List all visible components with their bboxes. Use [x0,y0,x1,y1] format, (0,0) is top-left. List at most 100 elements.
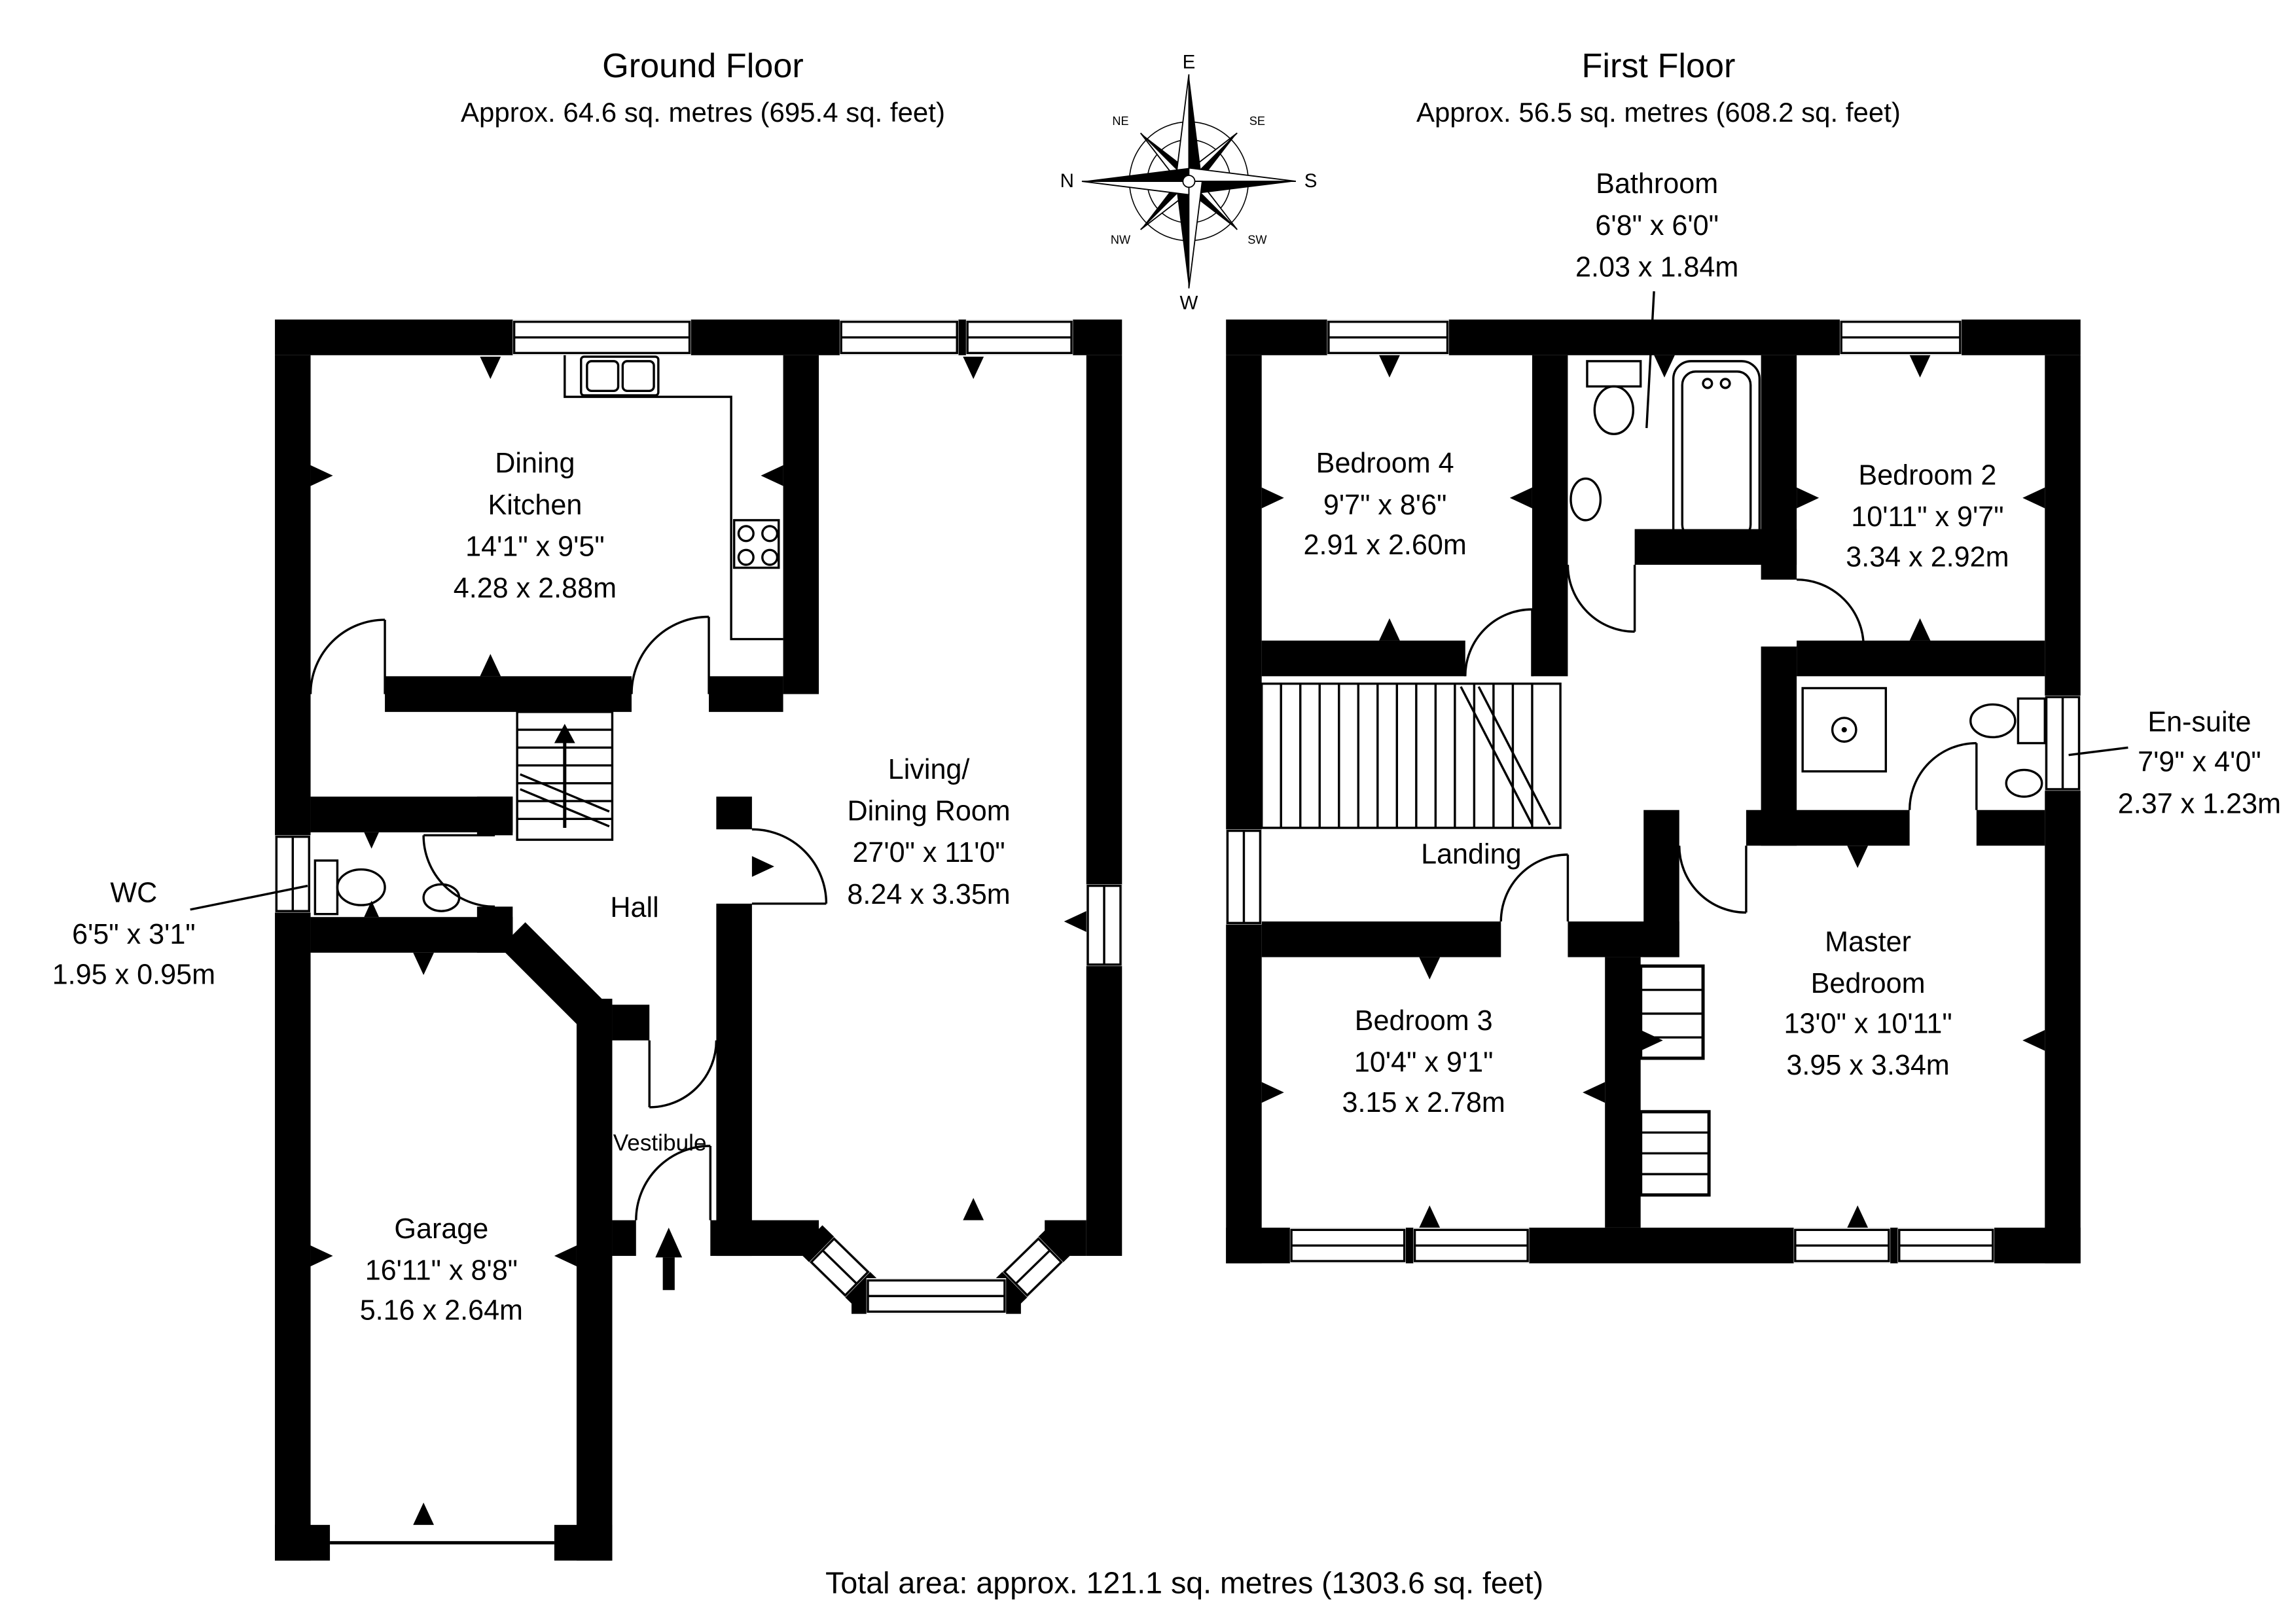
compass-west-label: W [1180,292,1198,313]
bathroom-imperial: 6'8" x 6'0" [1595,210,1719,241]
door-bathroom [1566,565,1636,633]
staircase-first [1260,682,1562,829]
bedroom3-name: Bedroom 3 [1355,1005,1493,1037]
room-label-vestibule: Vestibule [613,1130,707,1156]
master-imperial: 13'0" x 10'11" [1784,1008,1952,1039]
bathroom-metric: 2.03 x 1.84m [1575,251,1738,283]
ensuite-imperial: 7'9" x 4'0" [2138,747,2261,778]
door-ensuite [1908,741,1978,810]
kitchen-counter [564,355,783,641]
garage-name: Garage [394,1213,488,1245]
first-walls [1226,319,2081,1264]
ground-floor-subtitle: Approx. 64.6 sq. metres (695.4 sq. feet) [461,97,945,128]
dimension-markers-first [1261,355,2045,1228]
window [1327,319,1449,355]
first-doors [1464,565,1978,922]
compass-rose: E S W N NE SE SW NW [1060,51,1318,313]
first-windows [1226,319,2081,1264]
wc-imperial: 6'5" x 3'1" [72,919,196,950]
bedroom3-imperial: 10'4" x 9'1" [1354,1046,1494,1078]
bedroom2-imperial: 10'11" x 9'7" [1851,501,2003,533]
ground-floor-plan [275,319,1122,1561]
living-dining-imperial: 27'0" x 11'0" [852,837,1005,868]
door-bedroom3 [1499,853,1570,922]
wc-leader [190,884,308,911]
total-area-text: Total area: approx. 121.1 sq. metres (13… [825,1566,1543,1600]
room-label-bedroom3: Bedroom 3 10'4" x 9'1" 3.15 x 2.78m [1342,1005,1505,1118]
room-label-bedroom4: Bedroom 4 9'7" x 8'6" 2.91 x 2.60m [1304,448,1467,561]
door-master-bedroom [1678,846,1748,914]
living-dining-name-1: Living/ [888,754,970,785]
window [1793,1227,1891,1264]
compass-north-label: N [1060,170,1074,192]
window [2045,695,2081,791]
door-kitchen-right [630,615,710,694]
bedroom4-metric: 2.91 x 2.60m [1304,529,1467,561]
window [1086,884,1122,967]
master-name-2: Bedroom [1811,968,1926,999]
wc-metric: 1.95 x 0.95m [52,959,215,990]
wc-toilet [314,859,386,916]
ground-windows [275,319,1122,1314]
window [1897,1227,1995,1264]
living-dining-name-2: Dining Room [847,796,1010,827]
ground-walls [275,319,1122,1561]
window [512,319,691,355]
first-floor-subtitle: Approx. 56.5 sq. metres (608.2 sq. feet) [1416,97,1901,128]
bedroom4-imperial: 9'7" x 8'6" [1323,490,1447,521]
door-bedroom4 [1464,608,1534,677]
room-label-landing: Landing [1421,838,1521,870]
room-label-hall: Hall [610,892,658,923]
compass-nw-label: NW [1111,233,1131,246]
window [1289,1227,1406,1264]
master-metric: 3.95 x 3.34m [1786,1050,1949,1081]
dining-kitchen-metric: 4.28 x 2.88m [454,573,617,604]
dining-kitchen-name-1: Dining [495,448,575,479]
ground-floor-title: Ground Floor [602,47,804,85]
compass-sw-label: SW [1247,233,1267,246]
room-label-living-dining: Living/ Dining Room 27'0" x 11'0" 8.24 x… [847,754,1010,910]
ensuite-basin [2005,768,2043,798]
door-bedroom2 [1797,579,1865,648]
stairs-up-arrow [554,724,575,743]
bedroom2-name: Bedroom 2 [1858,459,1996,491]
garage-metric: 5.16 x 2.64m [360,1295,523,1327]
door-hall-vestibule [648,1040,718,1109]
window [1413,1227,1530,1264]
room-label-ensuite: En-suite 7'9" x 4'0" 2.37 x 1.23m [2118,706,2281,819]
dining-kitchen-imperial: 14'1" x 9'5" [465,531,605,562]
room-label-garage: Garage 16'11" x 8'8" 5.16 x 2.64m [360,1213,523,1327]
window [839,319,959,355]
room-label-master-bedroom: Master Bedroom 13'0" x 10'11" 3.95 x 3.3… [1784,926,1952,1081]
bathroom-basin [1570,477,1602,522]
compass-ne-label: NE [1112,115,1128,128]
floor-titles: Ground Floor Approx. 64.6 sq. metres (69… [461,47,1901,128]
stair-bulkhead [1639,964,1711,1197]
garage-imperial: 16'11" x 8'8" [365,1255,518,1286]
door-front-entrance [635,1145,712,1221]
kitchen-hob [732,519,780,569]
room-label-wc: WC 6'5" x 3'1" 1.95 x 0.95m [52,878,215,991]
leader-lines [190,291,2128,911]
wc-basin [422,883,461,912]
door-living-room [751,828,828,905]
bedroom3-metric: 3.15 x 2.78m [1342,1087,1505,1118]
ensuite-shower [1801,687,1888,773]
kitchen-sink [580,355,660,397]
ground-doors [309,615,828,1221]
door-wc [422,834,495,908]
bathroom-bath [1672,360,1761,550]
bathroom-toilet [1586,360,1642,435]
dining-kitchen-name-2: Kitchen [488,490,582,521]
ensuite-toilet [1969,697,2046,745]
compass-east-label: E [1183,51,1196,73]
compass-south-label: S [1304,170,1318,192]
window [866,1278,1007,1314]
window [275,835,311,913]
bathroom-leader [1645,291,1655,429]
bedroom2-metric: 3.34 x 2.92m [1846,541,2009,573]
master-name-1: Master [1825,926,1911,957]
entry-arrow [655,1227,683,1291]
ensuite-name: En-suite [2147,706,2251,738]
